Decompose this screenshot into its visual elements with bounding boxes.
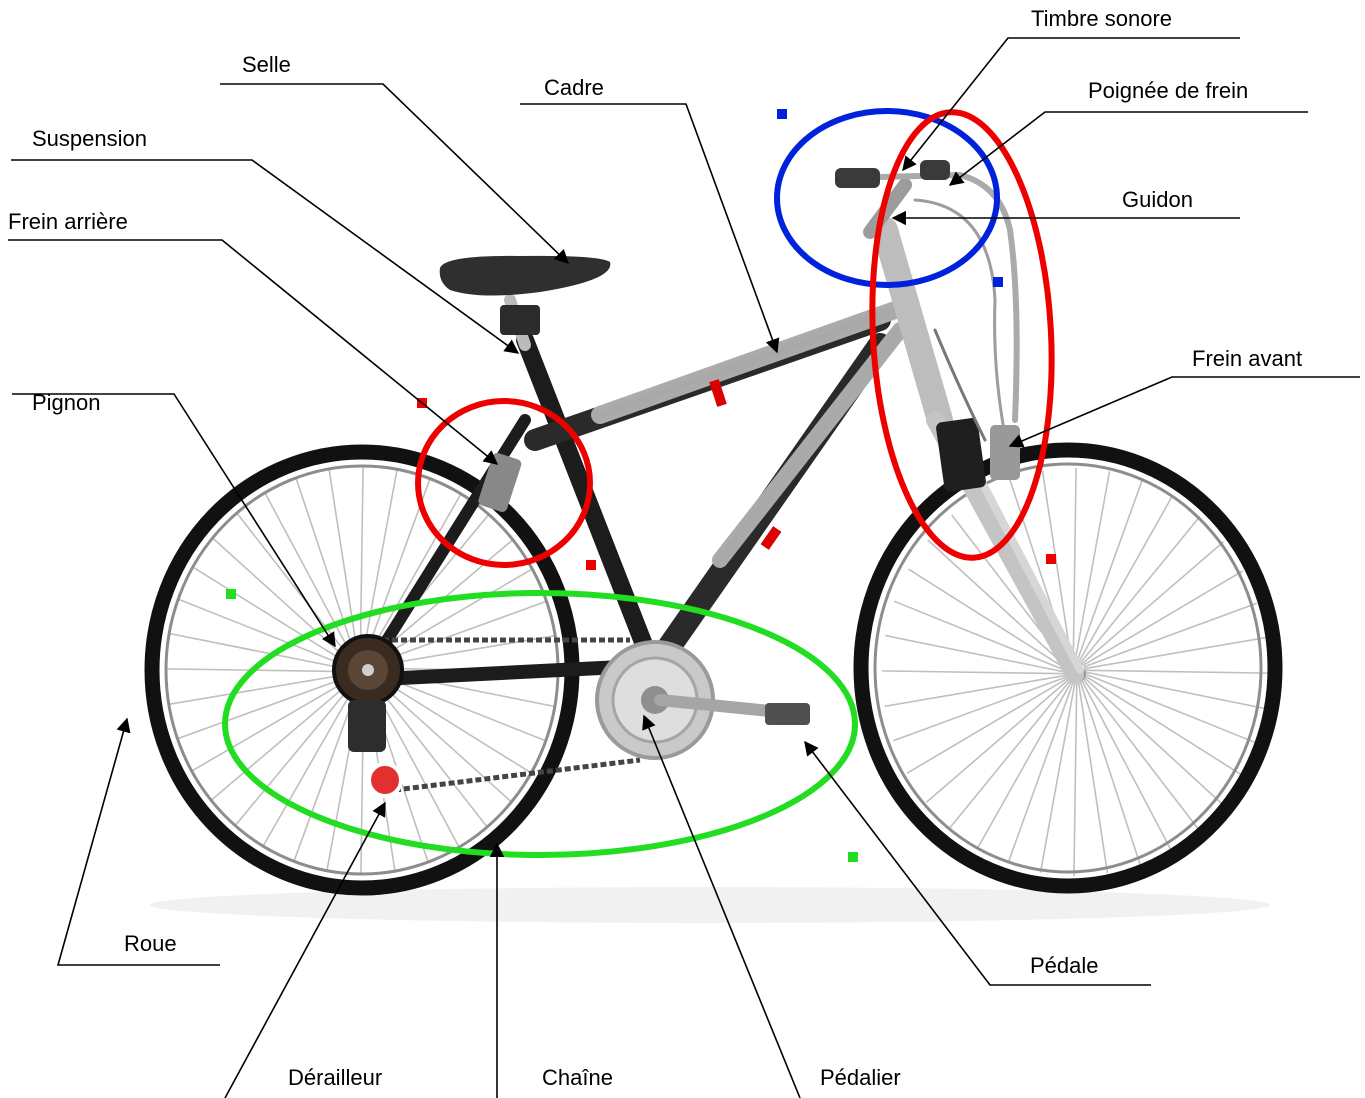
frame (362, 160, 1080, 680)
spoke (1085, 670, 1268, 673)
label-timbre-sonore: Timbre sonore (1031, 8, 1172, 30)
spoke (926, 680, 1068, 803)
spoke (1073, 468, 1076, 662)
spoke (907, 678, 1067, 773)
spoke (1085, 674, 1256, 743)
spoke (1083, 678, 1199, 829)
spoke (192, 676, 355, 771)
spoke (1083, 571, 1243, 666)
spoke (1078, 496, 1172, 663)
label-roue: Roue (124, 933, 177, 955)
spoke (360, 466, 363, 660)
spoke (169, 673, 353, 704)
label-chaine: Chaîne (542, 1067, 613, 1089)
spoke (166, 669, 352, 672)
label-pedalier: Pédalier (820, 1067, 901, 1089)
label-frein-arriere: Frein arrière (8, 211, 128, 233)
label-suspension: Suspension (32, 128, 147, 150)
label-cadre: Cadre (544, 77, 604, 99)
spoke (1084, 638, 1265, 669)
spoke (885, 675, 1066, 706)
spoke (1084, 675, 1241, 775)
spoke (893, 677, 1066, 741)
spoke (329, 469, 359, 661)
spoke (365, 494, 461, 661)
ground-shadow (150, 887, 1270, 923)
spoke (1008, 682, 1073, 863)
spoke (1077, 481, 1142, 662)
label-derailleur: Dérailleur (288, 1067, 382, 1089)
label-poignee-de-frein: Poignée de frein (1088, 80, 1248, 102)
spoke (1084, 603, 1257, 667)
label-pignon: Pignon (32, 392, 101, 414)
spoke (882, 671, 1065, 674)
label-frein-avant: Frein avant (1192, 348, 1302, 370)
spoke (263, 679, 359, 846)
spoke (1074, 682, 1077, 876)
label-pedale: Pédale (1030, 955, 1099, 977)
spoke (177, 675, 353, 739)
label-selle: Selle (242, 54, 291, 76)
spoke (1078, 681, 1107, 873)
spoke (978, 681, 1072, 848)
spoke (1081, 542, 1223, 665)
label-guidon: Guidon (1122, 189, 1193, 211)
